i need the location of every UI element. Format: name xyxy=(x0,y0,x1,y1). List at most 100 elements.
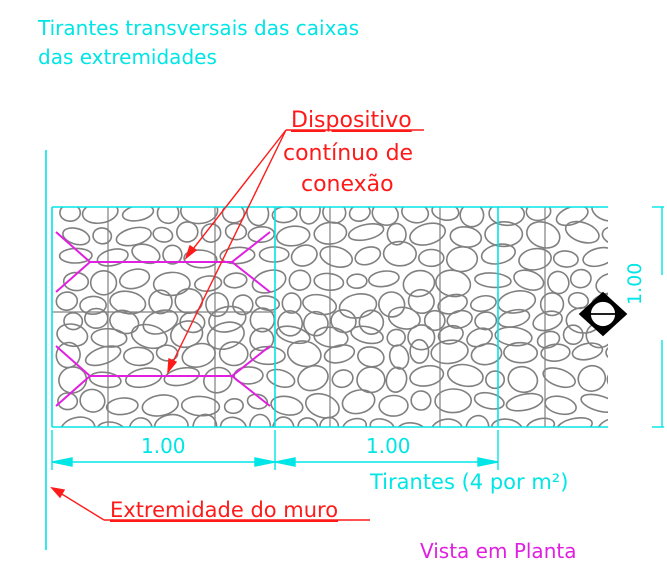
stone xyxy=(275,225,311,247)
stone xyxy=(407,324,436,351)
stone xyxy=(155,344,179,362)
stone xyxy=(446,363,484,388)
stone xyxy=(142,309,179,335)
stone xyxy=(540,343,571,362)
stone xyxy=(429,418,464,427)
stone xyxy=(423,309,446,332)
wall-end-leader xyxy=(50,486,370,521)
stone xyxy=(121,207,155,222)
stone xyxy=(569,268,592,289)
stone xyxy=(348,207,371,222)
stone xyxy=(503,341,539,364)
stone xyxy=(378,394,409,417)
stone xyxy=(474,272,512,289)
stone xyxy=(430,339,469,365)
stone xyxy=(180,395,221,417)
stone xyxy=(205,292,230,318)
stone xyxy=(88,371,122,389)
stone xyxy=(302,293,338,316)
stone xyxy=(526,221,561,249)
stone xyxy=(175,221,199,243)
stone xyxy=(601,225,608,247)
stone xyxy=(387,306,421,330)
stone xyxy=(407,288,435,314)
stone xyxy=(434,388,473,414)
stone xyxy=(525,207,552,222)
stone xyxy=(313,221,348,245)
stone xyxy=(382,240,417,267)
transverse-ties xyxy=(55,231,271,407)
device-callout-line1: Dispositivo xyxy=(291,108,412,133)
vertical-dimension xyxy=(652,206,664,428)
stone xyxy=(497,290,537,314)
stone xyxy=(437,324,464,345)
ties-note: Tirantes (4 por m²) xyxy=(370,470,569,494)
stone xyxy=(299,207,321,225)
stone xyxy=(219,246,256,265)
stone xyxy=(200,223,222,243)
stone xyxy=(206,321,245,351)
stone xyxy=(484,220,524,248)
stone xyxy=(518,247,552,271)
stone xyxy=(181,342,216,368)
stone xyxy=(57,392,79,411)
stone xyxy=(596,417,608,427)
stone xyxy=(437,293,468,315)
stone xyxy=(81,207,119,225)
stone xyxy=(281,292,302,314)
stone xyxy=(542,367,576,389)
stone xyxy=(358,309,385,335)
stone xyxy=(59,207,82,223)
stone xyxy=(536,330,561,349)
stone xyxy=(552,250,579,268)
stone-fill xyxy=(55,207,608,427)
stone xyxy=(246,207,270,227)
view-label: Vista em Planta xyxy=(420,539,577,563)
stone xyxy=(275,325,311,345)
stone xyxy=(148,289,173,315)
stone xyxy=(180,207,219,225)
stone xyxy=(247,225,276,244)
stone xyxy=(152,271,191,297)
stone xyxy=(79,295,107,316)
stone xyxy=(223,397,244,415)
stone xyxy=(124,367,163,389)
stone xyxy=(128,417,154,427)
stone xyxy=(409,222,447,246)
stone xyxy=(431,207,460,221)
stone xyxy=(224,222,248,241)
stone xyxy=(513,269,545,291)
stone xyxy=(63,311,84,331)
stone xyxy=(474,311,498,331)
stone xyxy=(494,326,533,347)
stone xyxy=(62,271,90,292)
stone xyxy=(369,418,395,427)
stone xyxy=(525,417,556,427)
stone xyxy=(605,341,608,363)
stone xyxy=(388,344,410,370)
stone xyxy=(55,291,79,311)
stone xyxy=(571,342,604,361)
stone xyxy=(386,222,407,246)
stone xyxy=(459,207,485,228)
section-marker-icon xyxy=(578,291,628,337)
stone xyxy=(323,344,356,364)
dimension-box1-label: 1.00 xyxy=(141,434,186,458)
stone xyxy=(469,294,497,313)
stone xyxy=(490,418,524,427)
dimension-box2-label: 1.00 xyxy=(366,434,411,458)
stone xyxy=(297,364,329,392)
stone xyxy=(258,246,290,263)
stone xyxy=(105,397,139,416)
stone xyxy=(555,207,589,227)
stone xyxy=(183,249,218,269)
stone xyxy=(208,305,247,333)
stone xyxy=(162,244,183,265)
stone xyxy=(271,416,295,427)
stone xyxy=(130,323,168,350)
stone xyxy=(218,341,249,367)
stone xyxy=(251,269,287,294)
stone xyxy=(152,226,174,243)
diagram-title-line1: Tirantes transversais das caixas xyxy=(38,16,360,40)
stone xyxy=(446,309,473,329)
